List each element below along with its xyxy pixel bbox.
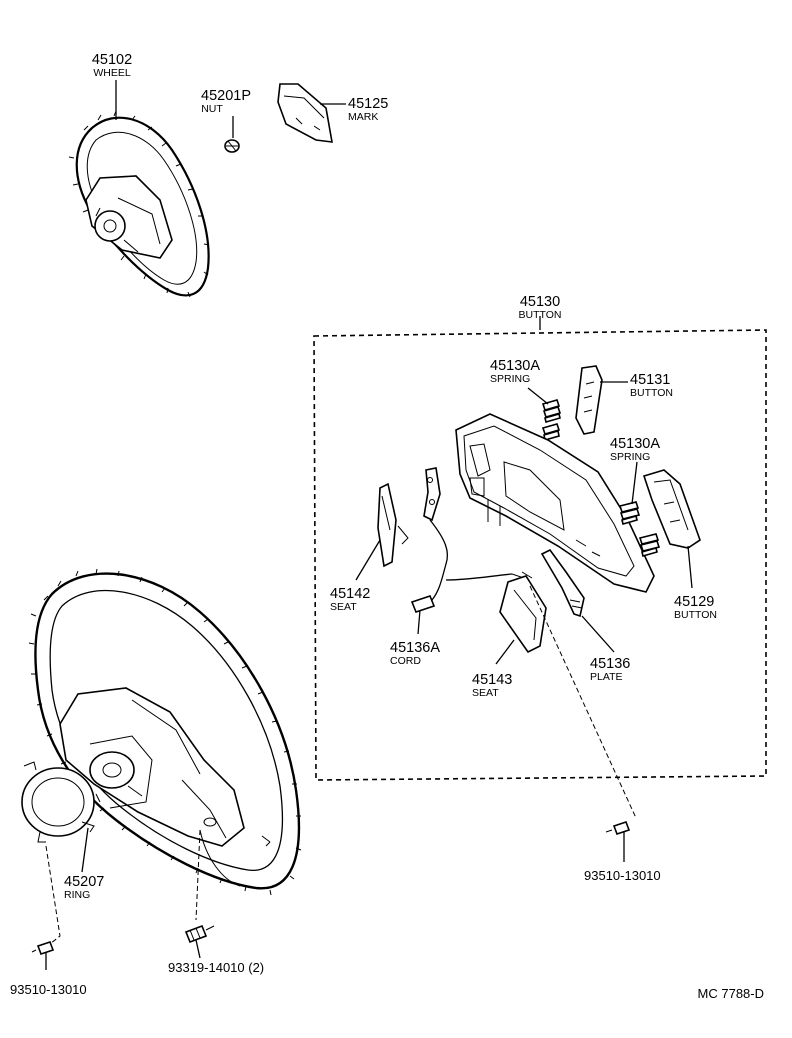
part-number-45130A-right: 45130A: [610, 436, 660, 452]
callout-45130A-top: 45130A SPRING: [490, 358, 540, 385]
part-number-45131: 45131: [630, 372, 670, 388]
part-name-45201P: NUT: [201, 103, 223, 115]
button-pad-housing-part: [455, 413, 655, 593]
button-45129-part: [642, 469, 701, 549]
seat-45142-part: [377, 482, 409, 568]
part-number-45102: 45102: [92, 52, 132, 68]
part-name-45136: PLATE: [590, 671, 622, 683]
part-number-45136: 45136: [590, 656, 630, 672]
upper-steering-wheel: [68, 110, 210, 298]
callout-45102: 45102 WHEEL: [92, 52, 132, 79]
callout-45136: 45136 PLATE: [590, 656, 630, 683]
button-45131-part: [575, 365, 603, 435]
callout-93319: 93319-14010 (2): [168, 960, 264, 975]
part-number-45129: 45129: [674, 594, 714, 610]
part-name-45131: BUTTON: [630, 387, 673, 399]
part-name-45142: SEAT: [330, 601, 357, 613]
part-name-45207: RING: [64, 889, 90, 901]
part-number-93319: 93319-14010 (2): [168, 960, 264, 975]
seat-45143-part: [499, 575, 547, 654]
callout-93510-left: 93510-13010: [10, 982, 87, 997]
callout-45129: 45129 BUTTON: [674, 594, 717, 621]
part-name-45136A: CORD: [390, 655, 421, 667]
callout-45142: 45142 SEAT: [330, 586, 370, 613]
part-name-45130A-right: SPRING: [610, 451, 650, 463]
part-name-45130A-top: SPRING: [490, 373, 530, 385]
callout-45130A-right: 45130A SPRING: [610, 436, 660, 463]
spring-right-part: [618, 501, 661, 557]
diagram-code: MC 7788-D: [698, 986, 764, 1001]
part-number-45201P: 45201P: [201, 88, 251, 104]
callout-45131: 45131 BUTTON: [630, 372, 673, 399]
nut-45201P-part: [224, 139, 240, 153]
part-name-45130: BUTTON: [519, 309, 562, 321]
part-name-45125: MARK: [348, 111, 378, 123]
part-number-45207: 45207: [64, 874, 104, 890]
part-name-45143: SEAT: [472, 687, 499, 699]
callout-93510-right: 93510-13010: [584, 868, 661, 883]
part-number-93510-left: 93510-13010: [10, 982, 87, 997]
part-number-45125: 45125: [348, 96, 388, 112]
callout-45143: 45143 SEAT: [472, 672, 512, 699]
part-number-93510-right: 93510-13010: [584, 868, 661, 883]
callout-45201P: 45201P NUT: [201, 88, 251, 115]
bolt-93510-right-part: [605, 820, 631, 836]
part-number-45130A-top: 45130A: [490, 358, 540, 374]
callout-45136A: 45136A CORD: [390, 640, 440, 667]
spring-upper-part: [541, 399, 562, 442]
plate-45136-part: [540, 548, 585, 618]
part-number-45136A: 45136A: [390, 640, 440, 656]
callout-45125: 45125 MARK: [348, 96, 388, 123]
bolt-93510-left-part: [31, 940, 55, 956]
callout-45207: 45207 RING: [64, 874, 104, 901]
bolt-93319-part: [184, 924, 215, 944]
lower-steering-wheel: [28, 568, 302, 896]
part-name-45102: WHEEL: [93, 67, 131, 79]
mark-45125-part: [277, 83, 333, 143]
part-number-45143: 45143: [472, 672, 512, 688]
part-name-45129: BUTTON: [674, 609, 717, 621]
part-number-45130: 45130: [520, 294, 560, 310]
leader-lines: [45, 80, 693, 970]
part-number-45142: 45142: [330, 586, 370, 602]
button-assembly-box: [313, 316, 767, 781]
ring-45207-part: [21, 761, 95, 843]
callout-45130: 45130 BUTTON: [519, 294, 562, 321]
